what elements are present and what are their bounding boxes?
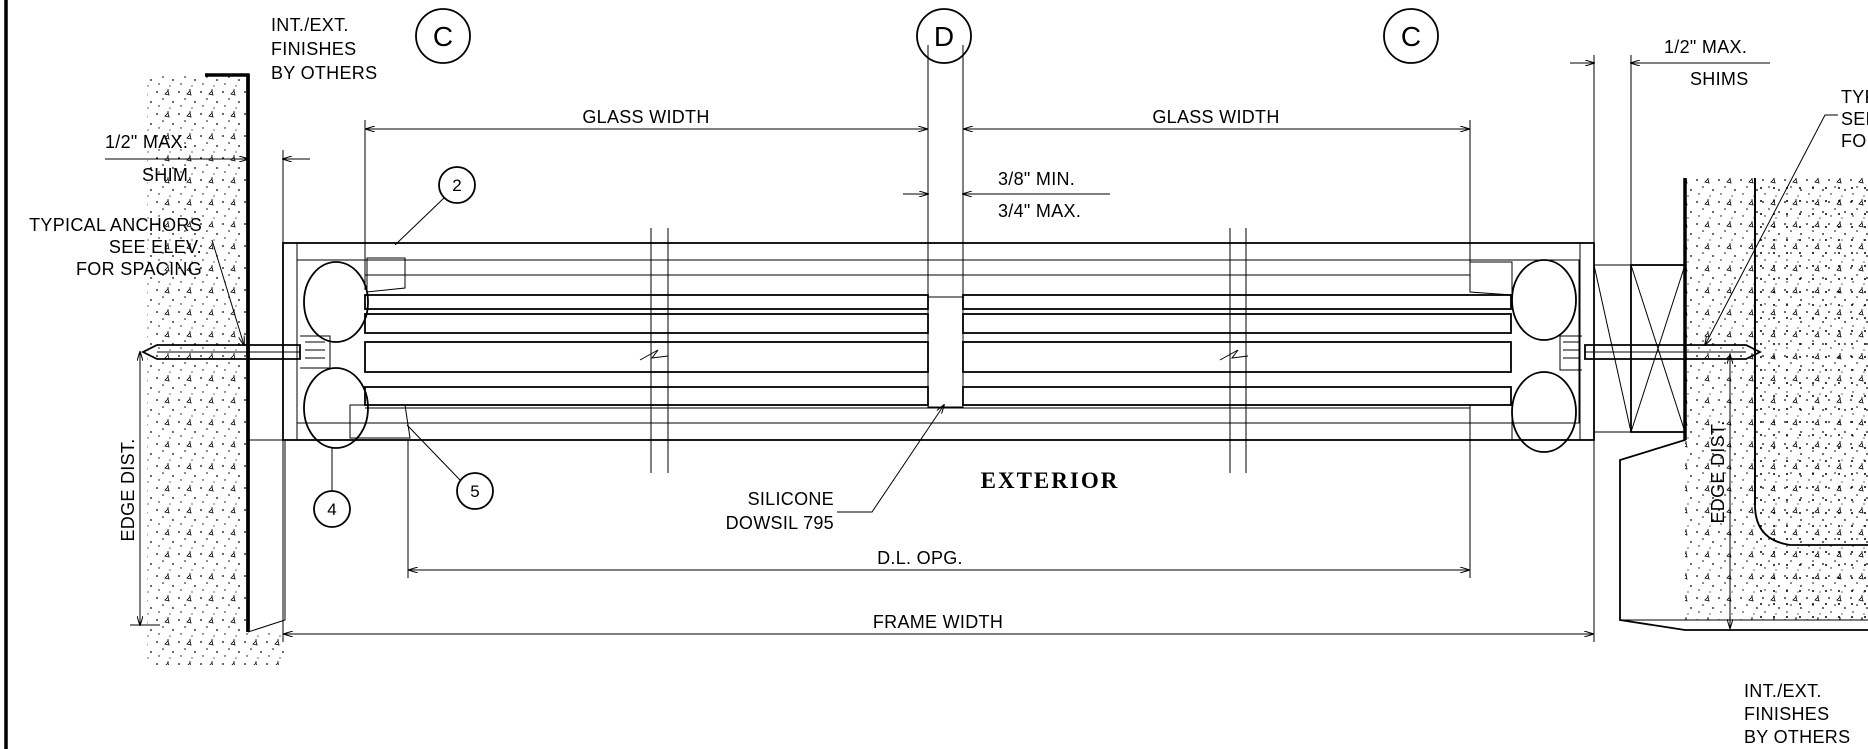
gap-min: 3/8" MIN. [998, 169, 1075, 189]
right-wall [1619, 178, 1868, 631]
finishes-left-line3: BY OTHERS [271, 63, 377, 83]
dim-frame-width: FRAME WIDTH [873, 612, 1003, 632]
callout-4: 4 [313, 448, 351, 528]
left-glass-unit [364, 294, 929, 406]
right-anchor [1584, 344, 1763, 360]
silicone-line2: DOWSIL 795 [726, 513, 834, 533]
right-shim [1593, 264, 1686, 433]
anchors-right-line2: SEE [1841, 109, 1868, 129]
shims-max-right: 1/2" MAX. [1664, 37, 1747, 57]
finishes-left-line1: INT./EXT. [271, 15, 349, 35]
anchors-right-line1: TYP [1841, 87, 1868, 107]
bubble-c-left: C [415, 8, 471, 64]
bubble-d-label: D [934, 21, 954, 52]
break-lines [639, 228, 1249, 473]
shim-left: SHIM [142, 165, 188, 185]
left-anchor [140, 344, 301, 360]
shim-max-left: 1/2" MAX. [105, 132, 188, 152]
bubble-c-right-label: C [1401, 21, 1421, 52]
dim-glass-width-left: GLASS WIDTH [582, 107, 709, 127]
callout-2: 2 [394, 166, 476, 246]
anchors-left-line2: SEE ELEV. [109, 237, 202, 257]
bubble-d: D [916, 8, 972, 64]
silicone-line1: SILICONE [748, 489, 834, 509]
callout-4-label: 4 [327, 500, 336, 519]
dim-dl-opening: D.L. OPG. [877, 548, 963, 568]
finishes-left-line2: FINISHES [271, 39, 356, 59]
silicone-joint [927, 296, 964, 408]
exterior-label: EXTERIOR [981, 468, 1120, 493]
finishes-right-line2: FINISHES [1744, 704, 1829, 724]
callout-5-label: 5 [470, 482, 479, 501]
dim-edge-dist-left: EDGE DIST. [118, 438, 138, 541]
bubble-c-right: C [1383, 8, 1439, 64]
finishes-right-line3: BY OTHERS [1744, 727, 1850, 747]
shims-right: SHIMS [1690, 69, 1749, 89]
callout-2-label: 2 [452, 176, 461, 195]
anchors-left-line3: FOR SPACING [76, 259, 202, 279]
right-glazing-seals [1469, 259, 1582, 453]
finishes-right-line1: INT./EXT. [1744, 681, 1822, 701]
callout-5: 5 [406, 424, 494, 510]
left-wall [147, 73, 286, 665]
bubble-c-left-label: C [433, 21, 453, 52]
anchors-left-line1: TYPICAL ANCHORS [29, 215, 202, 235]
gap-max: 3/4" MAX. [998, 201, 1081, 221]
anchors-right-line3: FOR [1841, 131, 1868, 151]
dim-glass-width-right: GLASS WIDTH [1152, 107, 1279, 127]
dim-edge-dist-right: EDGE DIST. [1708, 420, 1728, 523]
left-glazing-seals [300, 257, 411, 449]
